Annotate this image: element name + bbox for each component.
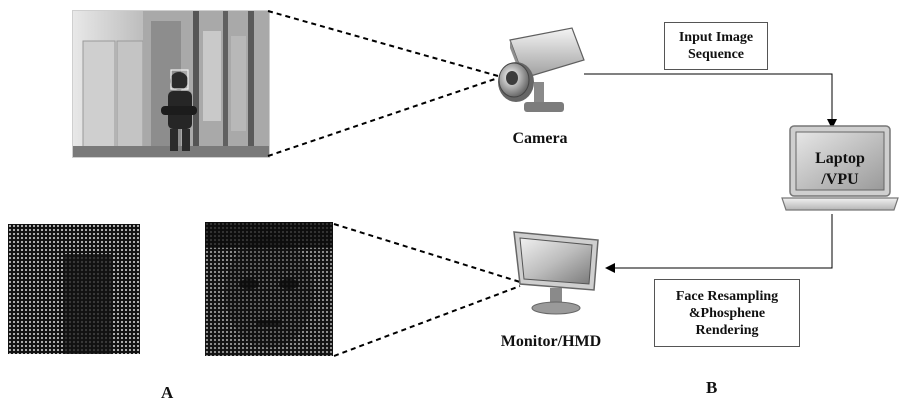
face-resampling-line2: &Phosphene	[688, 305, 766, 321]
panel-label-b: B	[706, 378, 718, 397]
camera-label: Camera	[512, 130, 568, 147]
input-image-sequence-box: Input Image Sequence	[664, 22, 768, 70]
input-photo	[72, 10, 270, 158]
phosphene-image-right	[205, 222, 333, 356]
panel-label-a: A	[161, 383, 174, 402]
laptop-label: Laptop /VPU	[796, 148, 884, 190]
input-image-label-line2: Sequence	[688, 47, 744, 62]
laptop-icon	[780, 124, 900, 214]
monitor-icon	[506, 226, 606, 318]
face-resampling-box: Face Resampling &Phosphene Rendering	[654, 279, 800, 347]
monitor-label: Monitor/HMD	[500, 333, 602, 350]
phosphene-image-left	[8, 224, 140, 354]
laptop-label-line2: /VPU	[821, 171, 859, 188]
laptop-label-line1: Laptop	[815, 150, 865, 167]
camera-icon	[490, 20, 586, 120]
face-resampling-line3: Rendering	[695, 322, 759, 338]
input-image-label-line1: Input Image	[678, 30, 754, 45]
face-resampling-line1: Face Resampling	[675, 288, 779, 304]
